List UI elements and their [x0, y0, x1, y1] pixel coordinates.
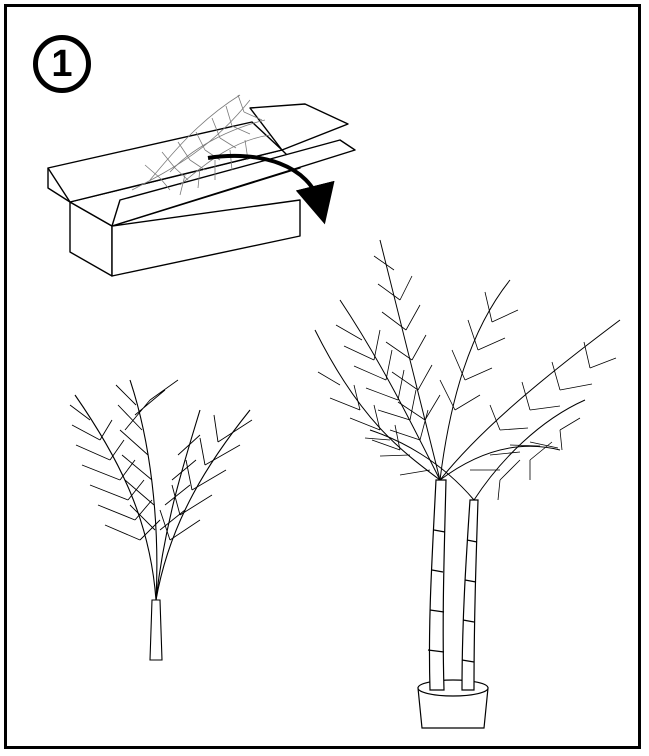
potted-palm-illustration: [315, 240, 620, 728]
palm-bundle-illustration: [70, 380, 252, 660]
